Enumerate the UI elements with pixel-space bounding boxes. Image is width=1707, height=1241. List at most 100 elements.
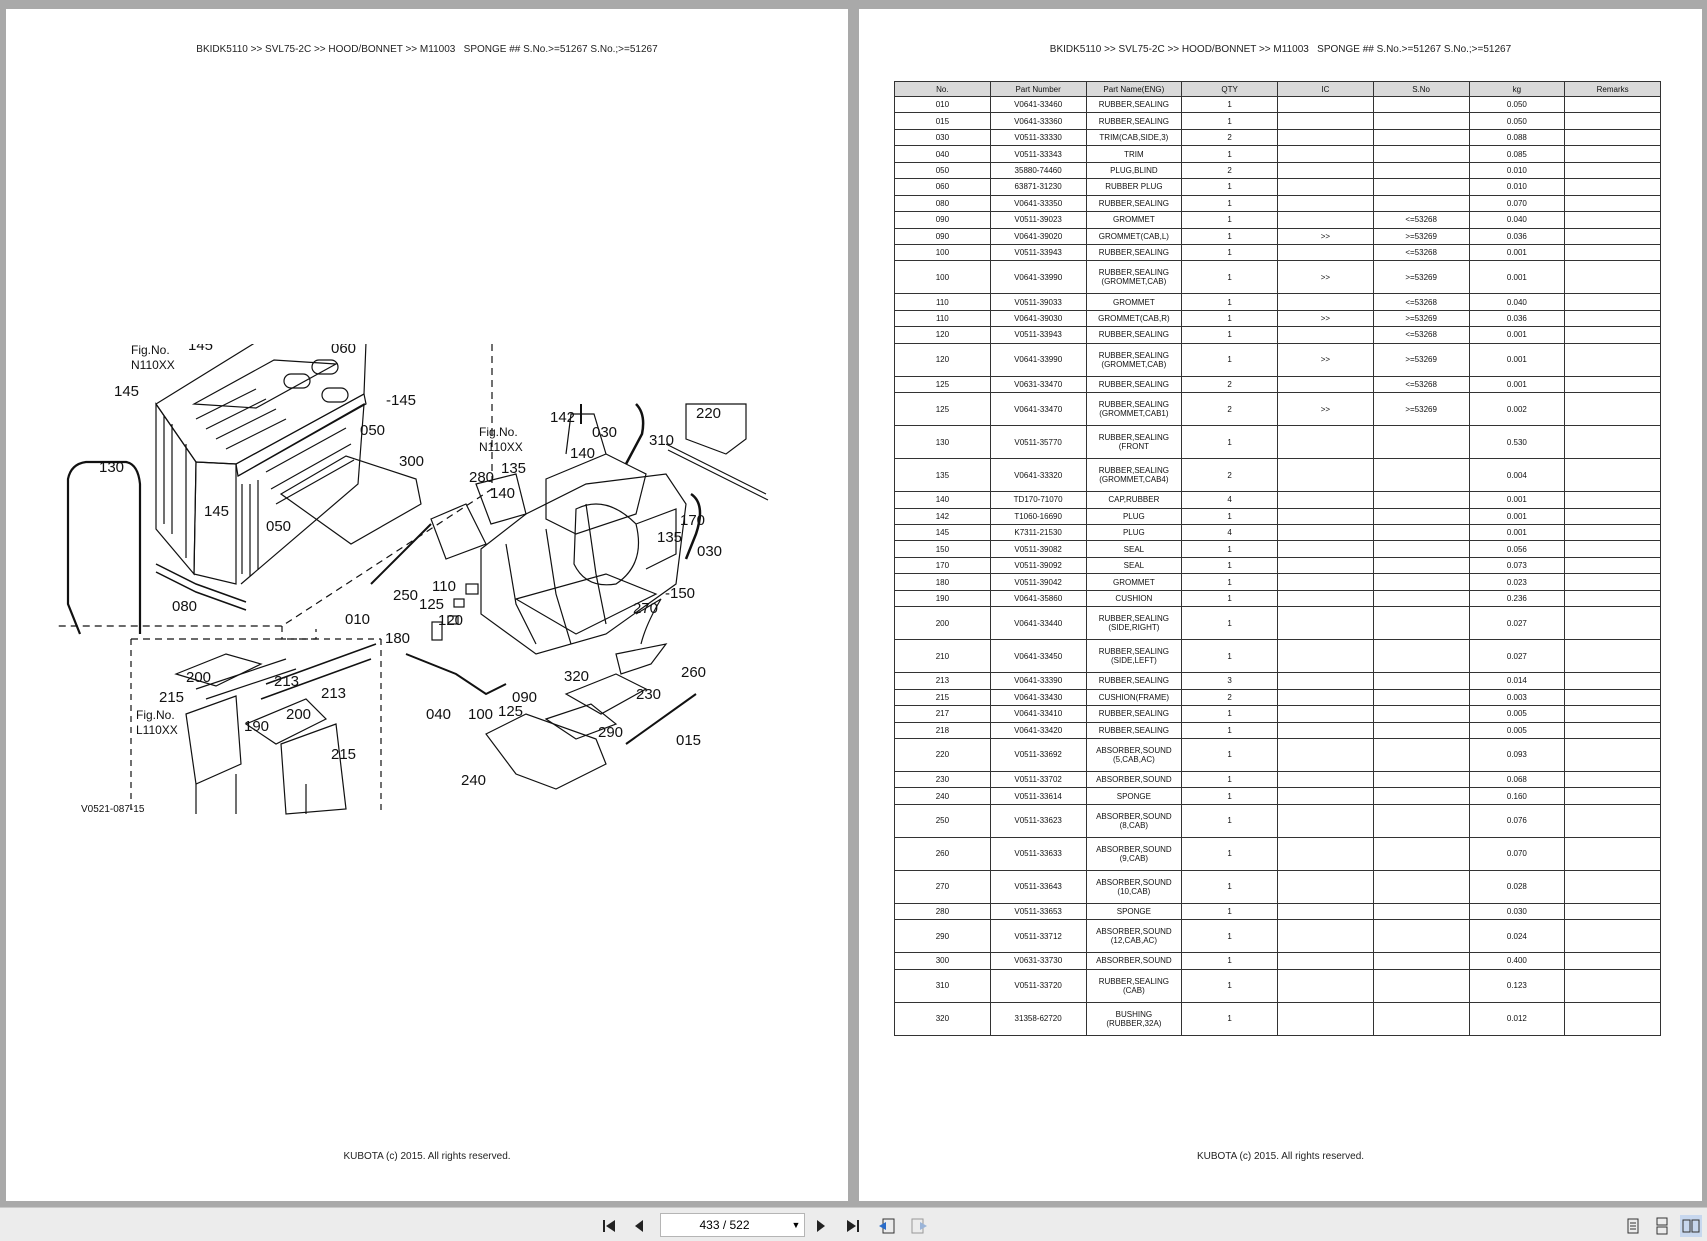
- drawing-id-label: V0521-087-15: [81, 804, 145, 815]
- chevron-down-icon[interactable]: ▼: [791, 1220, 801, 1230]
- cell-ic: [1277, 507, 1374, 526]
- fig-no-label: Fig.No.: [479, 425, 518, 439]
- cell-qty: 1: [1181, 293, 1278, 311]
- cell-ic: [1277, 589, 1374, 608]
- cell-serial-no: [1372, 491, 1470, 509]
- cell-no: 218: [894, 721, 991, 739]
- cell-part-name: RUBBER,SEALING: [1085, 672, 1183, 690]
- cell-part-number: V0511-33633: [989, 836, 1087, 871]
- cell-no: 230: [894, 770, 991, 789]
- cell-part-name: SEAL: [1085, 556, 1183, 575]
- cell-part-name: TRIM(CAB,SIDE,3): [1085, 128, 1183, 147]
- cell-serial-no: >=53269: [1372, 260, 1470, 295]
- cell-ic: [1277, 178, 1374, 196]
- separator-line: [281, 626, 381, 640]
- cell-no: 090: [894, 211, 991, 229]
- cell-remarks: [1564, 342, 1661, 377]
- cell-no: 310: [894, 968, 991, 1003]
- first-page-button[interactable]: [598, 1215, 620, 1237]
- facing-pages-view-button[interactable]: [1680, 1215, 1702, 1237]
- cell-weight: 0.040: [1468, 293, 1566, 311]
- cell-part-number: V0641-39020: [989, 227, 1087, 245]
- callout-label: 140: [570, 445, 595, 462]
- cell-ic: [1277, 425, 1374, 460]
- last-page-button[interactable]: [842, 1215, 864, 1237]
- callout-label: 320: [564, 668, 589, 685]
- cell-no: 190: [894, 589, 991, 608]
- callout-label: 015: [676, 732, 701, 749]
- cell-serial-no: [1372, 556, 1470, 575]
- cell-serial-no: [1372, 458, 1470, 493]
- cell-no: 110: [894, 309, 991, 328]
- cell-part-name: CUSHION(FRAME): [1085, 688, 1183, 707]
- page-indicator: 433 / 522: [699, 1218, 750, 1232]
- cell-ic: [1277, 293, 1374, 311]
- cell-ic: [1277, 128, 1374, 147]
- cell-part-name: ABSORBER,SOUND (8,CAB): [1085, 803, 1183, 838]
- cell-qty: 2: [1181, 392, 1278, 427]
- cell-qty: 1: [1181, 342, 1278, 377]
- table-header-row: No. Part Number Part Name(ENG) QTY IC S.…: [894, 81, 1661, 97]
- cell-ic: [1277, 326, 1374, 344]
- next-page-icon: [817, 1220, 825, 1232]
- cell-weight: 0.024: [1468, 919, 1566, 954]
- cell-qty: 1: [1181, 178, 1278, 196]
- cell-part-name: RUBBER,SEALING (SIDE,LEFT): [1085, 639, 1183, 674]
- previous-page-button[interactable]: [628, 1215, 650, 1237]
- cell-ic: [1277, 919, 1374, 954]
- cell-weight: 0.123: [1468, 968, 1566, 1003]
- cell-part-number: V0511-33330: [989, 128, 1087, 147]
- cell-part-name: RUBBER,SEALING (GROMMET,CAB): [1085, 260, 1183, 295]
- cell-part-name: RUBBER,SEALING (CAB): [1085, 968, 1183, 1003]
- cell-remarks: [1564, 260, 1661, 295]
- cell-serial-no: [1372, 770, 1470, 789]
- cell-no: 200: [894, 606, 991, 641]
- go-forward-button[interactable]: [908, 1215, 930, 1237]
- cell-serial-no: [1372, 639, 1470, 674]
- cell-no: 140: [894, 491, 991, 509]
- callout-label: 030: [697, 543, 722, 560]
- cell-part-number: V0641-39030: [989, 309, 1087, 328]
- callout-label: 145: [204, 503, 229, 520]
- cell-remarks: [1564, 1001, 1661, 1036]
- column-header: QTY: [1181, 81, 1278, 97]
- cell-serial-no: [1372, 507, 1470, 526]
- right-page: BKIDK5110 >> SVL75-2C >> HOOD/BONNET >> …: [859, 9, 1702, 1201]
- cell-serial-no: [1372, 145, 1470, 163]
- cell-remarks: [1564, 705, 1661, 723]
- cell-part-number: V0641-33470: [989, 392, 1087, 427]
- cell-qty: 1: [1181, 112, 1278, 130]
- cell-qty: 1: [1181, 705, 1278, 723]
- cell-ic: >>: [1277, 309, 1374, 328]
- callout-label: 050: [360, 422, 385, 439]
- next-page-button[interactable]: [810, 1215, 832, 1237]
- cell-remarks: [1564, 523, 1661, 542]
- callout-label: 080: [172, 598, 197, 615]
- cell-weight: 0.076: [1468, 803, 1566, 838]
- cell-part-name: ABSORBER,SOUND (12,CAB,AC): [1085, 919, 1183, 954]
- cell-qty: 4: [1181, 491, 1278, 509]
- cell-part-name: RUBBER,SEALING: [1085, 721, 1183, 739]
- cell-qty: 1: [1181, 737, 1278, 772]
- go-back-button[interactable]: [876, 1215, 898, 1237]
- cell-part-name: RUBBER PLUG: [1085, 178, 1183, 196]
- cell-part-name: RUBBER,SEALING (SIDE,RIGHT): [1085, 606, 1183, 641]
- cell-part-number: V0511-33343: [989, 145, 1087, 163]
- single-page-view-button[interactable]: [1622, 1215, 1644, 1237]
- cell-part-number: V0511-39082: [989, 540, 1087, 558]
- page-number-field[interactable]: 433 / 522 ▼: [660, 1213, 805, 1237]
- cell-part-number: V0641-33990: [989, 342, 1087, 377]
- cell-serial-no: [1372, 589, 1470, 608]
- cell-no: 300: [894, 952, 991, 970]
- cell-ic: [1277, 705, 1374, 723]
- cell-weight: 0.160: [1468, 787, 1566, 805]
- cell-serial-no: [1372, 705, 1470, 723]
- cab-drawing: [66, 344, 422, 635]
- continuous-view-button[interactable]: [1651, 1215, 1673, 1237]
